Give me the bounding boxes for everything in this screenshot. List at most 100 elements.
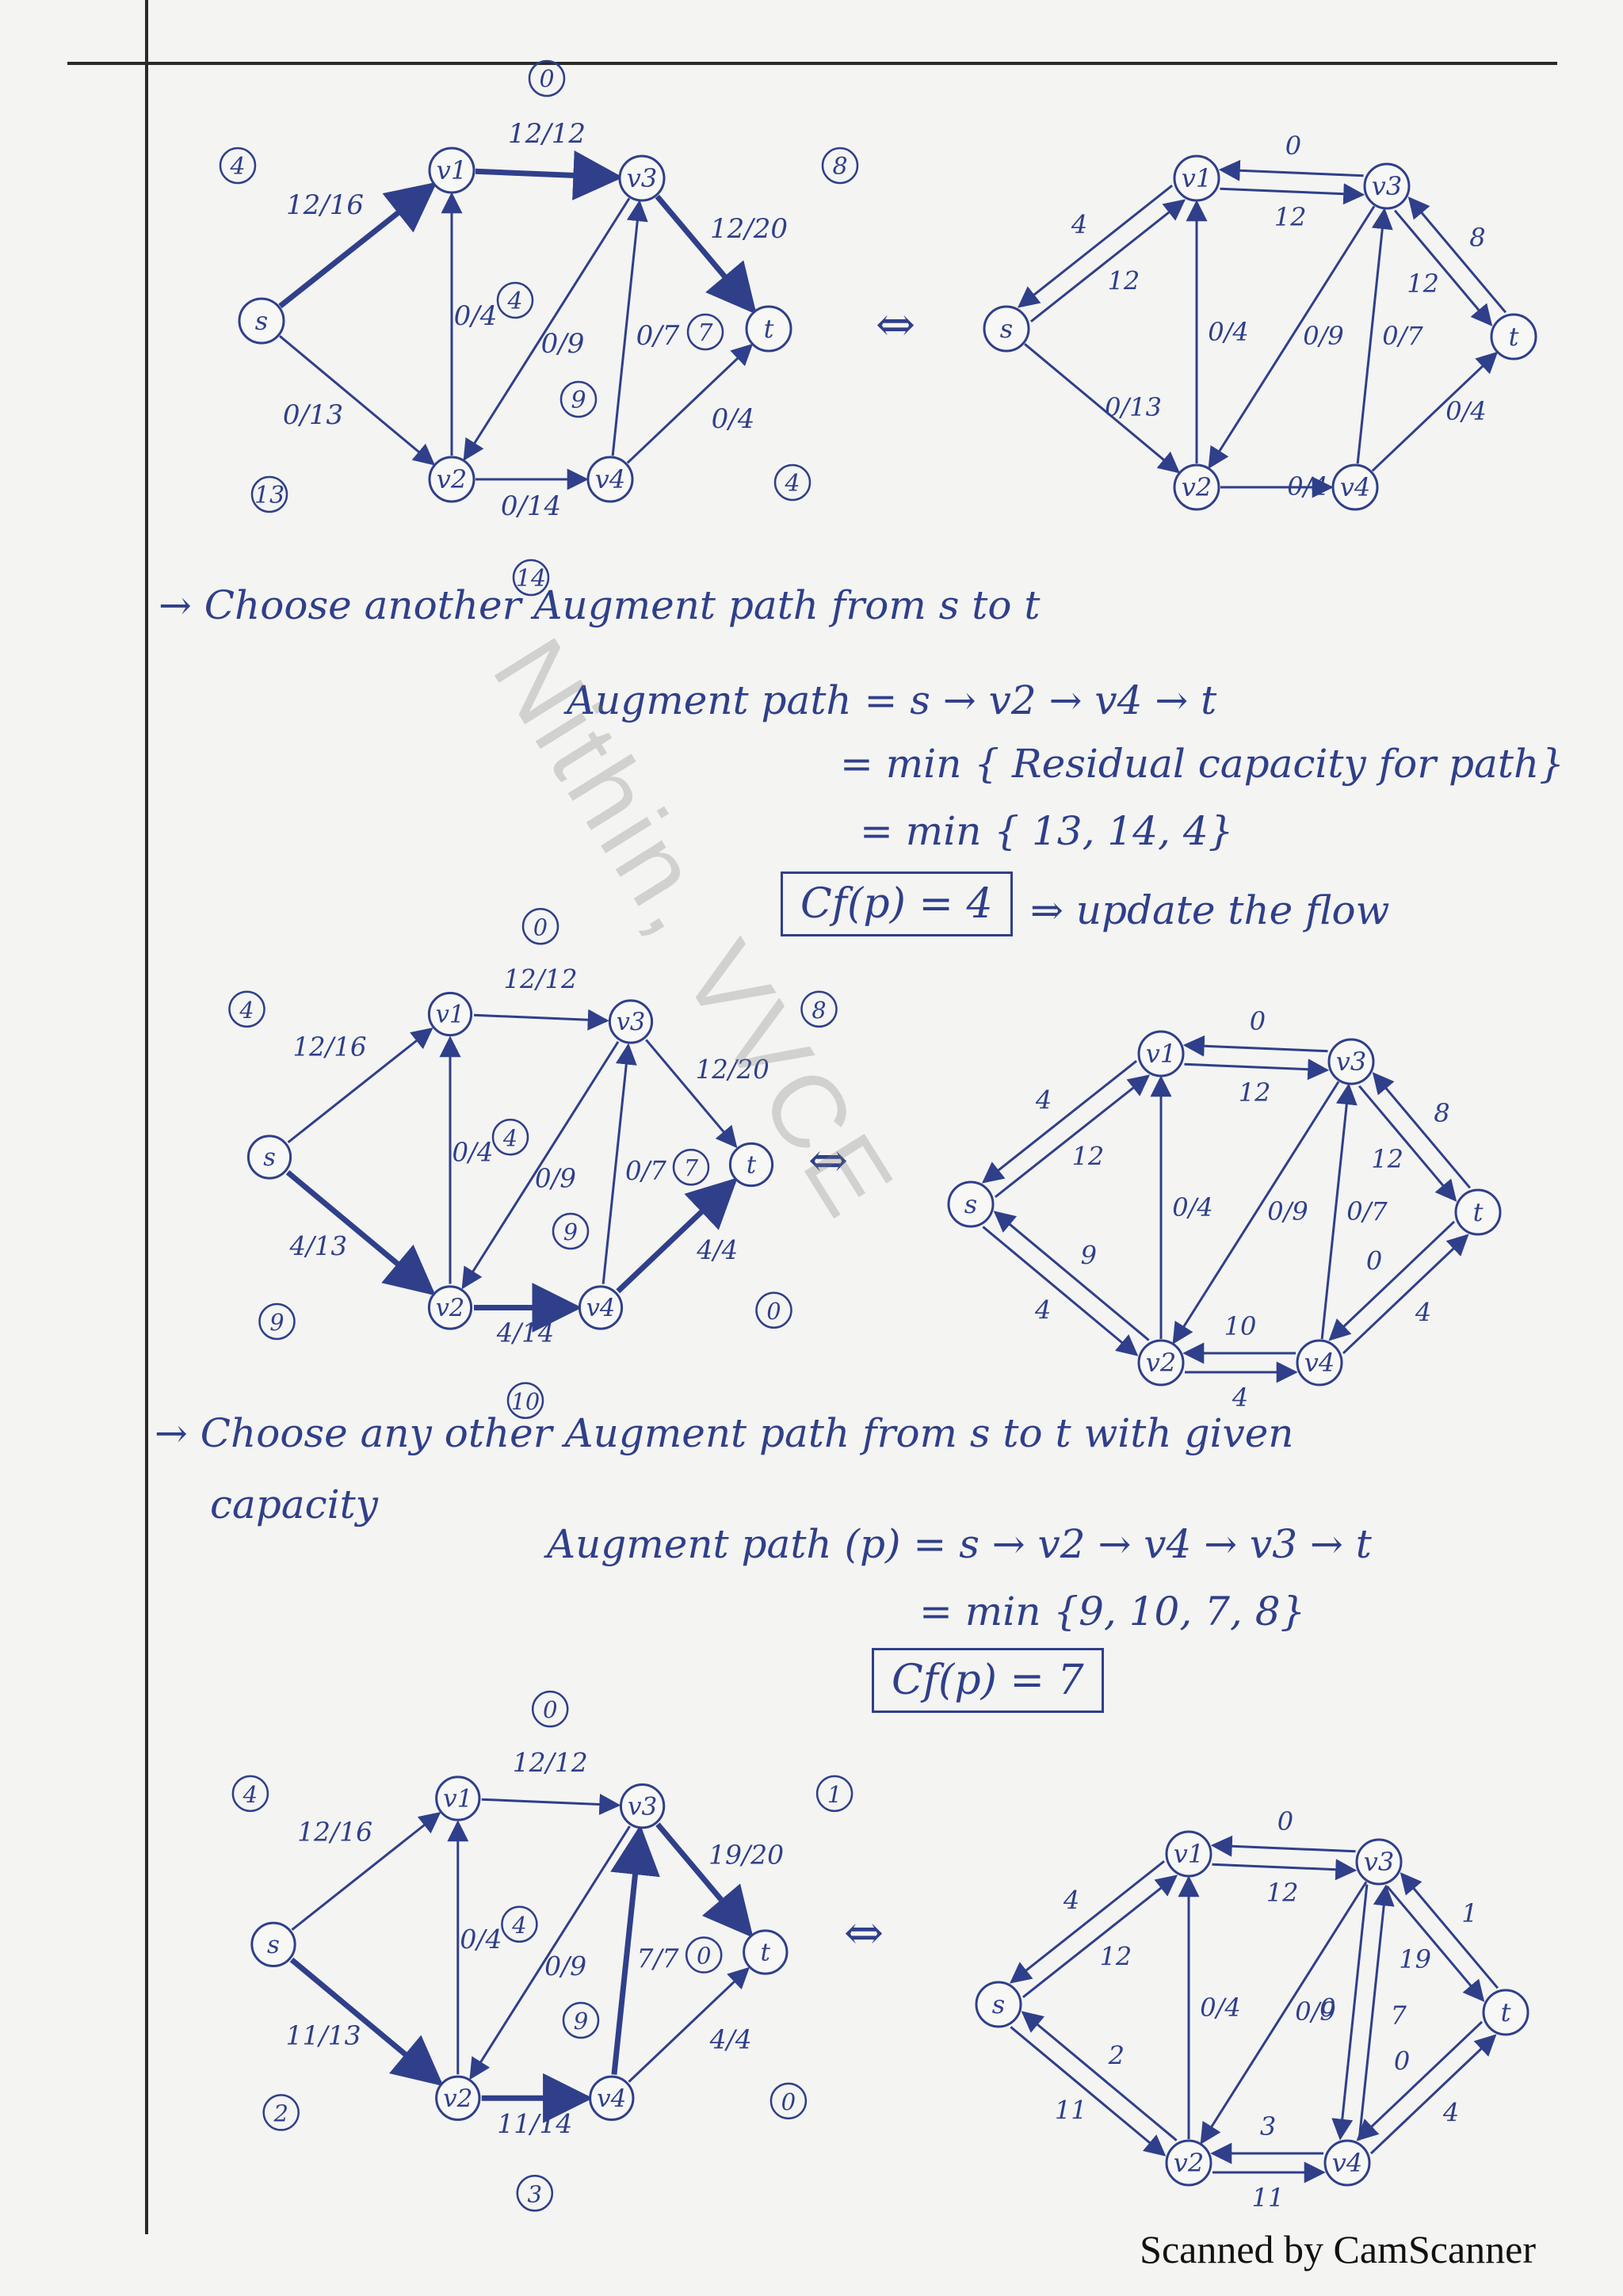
node-v4 [578, 1285, 624, 1330]
res-edge-fwd-r3-v4_t [1369, 2034, 1497, 2155]
res-edge-r2-v3_v2 [1172, 1081, 1340, 1344]
res-label-back-r3-v3_t: 19 [1399, 1944, 1431, 1974]
node-v2 [435, 2075, 481, 2121]
step1-heading: → Choose another Augment path from s to … [158, 582, 1041, 628]
residual-g2-v1_v3: 0 [533, 914, 548, 940]
residual-g2-v4_t: 0 [766, 1299, 781, 1325]
node-label-v3: v3 [628, 1792, 657, 1821]
res-label-back-r2-v3_t: 12 [1371, 1144, 1403, 1174]
residual-g2-v3_t: 8 [812, 997, 826, 1024]
res-label-fwd-r3-v4_t: 0 [1394, 2046, 1410, 2076]
node-s [250, 1921, 296, 1967]
res-label-back-r3-s_v1: 12 [1100, 1941, 1132, 1971]
res-label-r1-v4_v3: 0/7 [1382, 321, 1423, 351]
step1-update-flow: ⇒ update the flow [1030, 887, 1390, 933]
res-edge-back-r2-s_v1 [981, 1060, 1137, 1184]
node-label-t: t [761, 1939, 771, 1967]
residual-g1-v2_v4-circle [512, 559, 550, 597]
res-edge-back-r3-s_v1 [1009, 1860, 1165, 1984]
residual-g3-s_v1: 4 [242, 1781, 258, 1808]
residual-g3-s_v1-circle [231, 1775, 269, 1813]
residual-g2-v3_v2: 9 [563, 1219, 578, 1245]
flow-label-g2-v4_v3: 0/7 [625, 1156, 666, 1186]
res-edge-fwd-r1-s_v1 [1030, 199, 1186, 322]
res-edge-r1-v3_v2 [1208, 205, 1376, 469]
edge-g3-s_v1 [291, 1811, 441, 1931]
edge-g2-v3_v2 [461, 1041, 620, 1290]
node-label-s: s [964, 1189, 977, 1219]
residual-g2-s_v2-circle [258, 1302, 296, 1341]
edge-g2-v4_t [616, 1177, 738, 1294]
node-v1 [428, 147, 475, 194]
edge-g1-v4_t [626, 343, 754, 464]
equivalence-symbol-3: ⇔ [844, 1905, 884, 1961]
residual-g1-v1_v3-circle [528, 59, 566, 97]
flow-label-g1-v1_v3: 12/12 [508, 118, 586, 150]
res-label-r1-v2_v4: 0/4 [1287, 471, 1328, 502]
node-label-v3: v3 [1336, 1047, 1366, 1077]
node-label-v1: v1 [436, 1001, 465, 1028]
flow-label-g3-v3_t: 19/20 [708, 1839, 784, 1870]
flow-label-g1-v2_v1: 0/4 [454, 300, 498, 332]
node-label-v1: v1 [1174, 1839, 1204, 1869]
node-v4 [1323, 2139, 1371, 2187]
res-label-r1-v2_v1: 0/4 [1208, 317, 1249, 347]
res-edge-r3-v3_v2 [1200, 1881, 1368, 2145]
res-edge-back-r2-v3_t [1372, 1072, 1472, 1189]
residual-g2-v4_v3: 7 [684, 1155, 699, 1181]
node-v1 [427, 991, 473, 1037]
flow-label-g3-s_v2: 11/13 [286, 2019, 361, 2050]
res-label-r3-v3_v2: 0/9 [1295, 1997, 1336, 2027]
flow-label-g2-v2_v1: 0/4 [453, 1137, 494, 1167]
res-label-fwd-r3-s_v1: 4 [1063, 1886, 1079, 1916]
edge-g3-v3_t [655, 1822, 754, 1938]
res-label-back-r3-v4_v3: 7 [1391, 2000, 1407, 2031]
res-label-back-r2-v2_v4: 4 [1232, 1383, 1248, 1413]
residual-g3-v4_v3: 0 [697, 1943, 712, 1970]
residual-g3-v2_v1-circle [501, 1905, 538, 1943]
edge-g2-v1_v3 [473, 1009, 609, 1031]
flow-label-g1-v3_v2: 0/9 [541, 328, 585, 360]
res-label-back-r2-v1_v3: 12 [1239, 1077, 1271, 1108]
res-label-fwd-r1-v3_t: 8 [1469, 223, 1485, 253]
residual-g2-s_v1: 4 [239, 997, 254, 1024]
res-edge-fwd-r3-v3_t [1385, 1885, 1485, 2002]
res-edge-fwd-r2-v4_t [1342, 1234, 1469, 1355]
flow-label-g1-v3_t: 12/20 [710, 213, 788, 245]
node-label-s: s [267, 1931, 280, 1959]
residual-g1-v2_v1: 4 [506, 288, 522, 315]
residual-g2-v2_v1-circle [491, 1119, 529, 1156]
res-label-fwd-r2-v4_t: 0 [1366, 1245, 1382, 1276]
res-label-r1-s_v2: 0/13 [1105, 392, 1162, 422]
step2-heading: → Choose any other Augment path from s t… [155, 1410, 1294, 1456]
node-label-s: s [255, 306, 268, 336]
node-label-v4: v4 [1332, 2148, 1362, 2178]
edge-g1-s_v2 [279, 335, 436, 466]
residual-g3-v1_v3: 0 [543, 1696, 558, 1723]
residual-g1-v4_t: 4 [784, 470, 800, 498]
res-edge-back-r2-s_v2 [993, 1211, 1150, 1341]
res-label-fwd-r2-s_v1: 4 [1035, 1085, 1052, 1116]
flow-label-g3-v2_v4: 11/14 [497, 2108, 572, 2139]
node-v1 [1165, 1830, 1212, 1878]
node-label-v3: v3 [1364, 1847, 1394, 1877]
res-edge-fwd-r3-v4_v3 [1358, 1884, 1395, 2141]
res-label-r1-v4_t: 0/4 [1445, 396, 1487, 426]
res-label-back-r2-s_v1: 12 [1072, 1141, 1105, 1171]
node-label-v4: v4 [586, 1295, 616, 1322]
node-v1 [435, 1775, 481, 1821]
edge-g2-s_v2 [285, 1170, 436, 1296]
node-label-v3: v3 [617, 1009, 646, 1036]
node-v4 [586, 456, 634, 503]
res-edge-r1-v4_t [1371, 351, 1499, 472]
res-edge-back-r3-v3_t [1400, 1872, 1499, 1989]
node-label-v1: v1 [1146, 1039, 1176, 1069]
residual-g3-v4_v3-circle [685, 1936, 723, 1974]
residual-g1-s_v2: 13 [254, 482, 285, 509]
residual-g2-v3_v2-circle [552, 1212, 590, 1250]
edge-g1-v4_v3 [611, 200, 648, 456]
footer-scanner-credit: Scanned by CamScanner [1140, 2227, 1536, 2271]
res-label-r2-v4_v3: 0/7 [1346, 1196, 1388, 1226]
